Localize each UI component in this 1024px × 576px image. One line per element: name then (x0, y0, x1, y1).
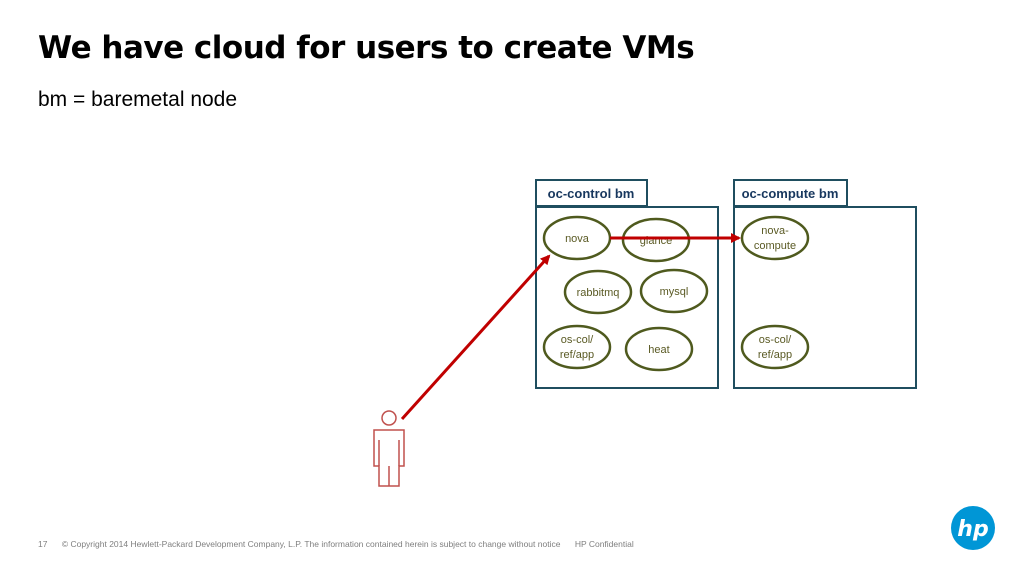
node-label: ref/app (758, 349, 792, 361)
control-box-tab (535, 179, 648, 207)
node-label: ref/app (560, 349, 594, 361)
compute-box-tab (733, 179, 848, 207)
node-label: nova (565, 233, 590, 245)
footer: 17 © Copyright 2014 Hewlett-Packard Deve… (38, 539, 646, 549)
control-box-label: oc-control bm (548, 186, 635, 201)
node-oscol-control: os-col/ ref/app (542, 324, 612, 370)
compute-box-label: oc-compute bm (742, 186, 839, 201)
svg-text:ref/app: ref/app (758, 349, 792, 361)
node-rabbitmq: rabbitmq (563, 269, 633, 315)
svg-text:nova-: nova- (761, 225, 789, 237)
node-label: os-col/ (759, 334, 792, 346)
node-oscol-compute: os-col/ ref/app (740, 324, 810, 370)
hp-logo-text: hp (957, 517, 988, 542)
node-label: rabbitmq (577, 287, 620, 299)
svg-text:rabbitmq: rabbitmq (577, 287, 620, 299)
svg-text:mysql: mysql (660, 286, 689, 298)
slide-subtitle: bm = baremetal node (38, 88, 238, 111)
node-label: os-col/ (561, 334, 594, 346)
node-label: mysql (660, 286, 689, 298)
node-mysql: mysql (639, 268, 709, 314)
page-number: 17 (38, 539, 48, 549)
svg-text:ref/app: ref/app (560, 349, 594, 361)
hp-logo: hp (951, 506, 995, 550)
svg-text:compute: compute (754, 240, 796, 252)
confidential-label: HP Confidential (574, 539, 634, 549)
slide-title: We have cloud for users to create VMs (38, 30, 695, 66)
node-label: heat (648, 344, 669, 356)
arrow-user-to-nova (400, 254, 551, 421)
svg-text:hp: hp (957, 517, 988, 542)
svg-text:os-col/: os-col/ (561, 334, 594, 346)
node-nova: nova (542, 215, 612, 261)
svg-text:os-col/: os-col/ (759, 334, 792, 346)
node-glance: glance (621, 217, 691, 263)
node-nova-compute: nova- compute (740, 215, 810, 261)
svg-text:nova: nova (565, 233, 590, 245)
user-icon (373, 410, 405, 487)
node-heat: heat (624, 326, 694, 372)
copyright-text: © Copyright 2014 Hewlett-Packard Develop… (61, 539, 561, 549)
svg-text:heat: heat (648, 344, 669, 356)
node-label: nova- (761, 225, 789, 237)
node-label: compute (754, 240, 796, 252)
